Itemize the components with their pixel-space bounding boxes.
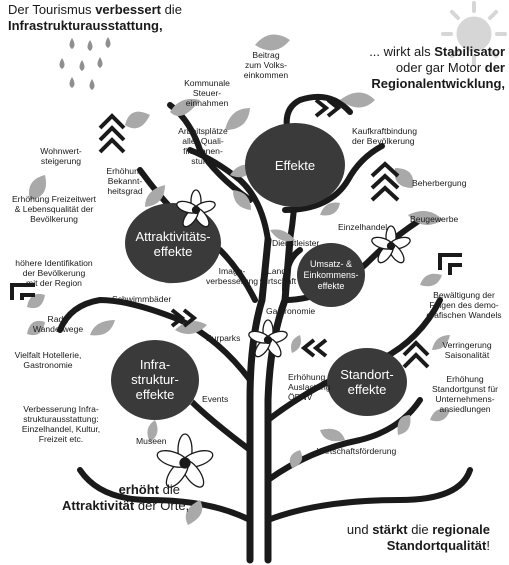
label-museen: Museen <box>136 436 167 446</box>
label-imageverbesserung: Image-verbesserung <box>205 266 259 286</box>
label-wirtschaftsfoerderung: Wirtschaftsförderung <box>317 446 397 456</box>
statement-bottom-left: ... erhöht die Attraktivität der Orte, <box>62 482 190 513</box>
label-schwimmbaeder: Schwimmbäder <box>112 294 172 304</box>
hub-infrastruktureffekte: Infra-struktur-effekte <box>131 357 179 402</box>
double-chevron-icon <box>98 98 430 369</box>
statement-top-left: Der Tourismus verbessert die Infrastrukt… <box>8 2 182 33</box>
label-verbesserung-infrastruktur: Verbesserung Infra-strukturausstattung:E… <box>21 404 101 444</box>
label-events: Events <box>202 394 229 404</box>
label-wohnwertsteigerung: Wohnwert-steigerung <box>40 146 82 166</box>
label-hotellerie: Vielfalt Hotellerie,Gastronomie <box>14 350 82 370</box>
label-landwirtschaft: Land-wirtschaft <box>259 266 297 286</box>
corner-arrow-icon <box>10 253 462 300</box>
flower-icon <box>156 189 411 488</box>
label-beherbergung: Beherbergung <box>412 178 467 188</box>
rain-drops-icon <box>59 37 111 90</box>
statement-bottom-right: und stärkt die regionale Standortqualitä… <box>346 522 490 553</box>
label-radwanderwege: Rad-,Wanderwege <box>32 314 84 334</box>
label-freizeitwert: Erhöhung Freizeitwert& Lebensqualität de… <box>11 194 97 224</box>
label-beugewerbe: Beugewerbe <box>410 214 459 224</box>
label-dienstleister: Dienstleister <box>272 238 320 248</box>
hub-umsatz-einkommen: Umsatz- &Einkommens-effekte <box>303 259 359 291</box>
hub-shapes <box>111 123 407 420</box>
statement-top-right: ... wirkt als Stabilisator oder gar Moto… <box>369 44 505 91</box>
sun-icon <box>441 1 507 67</box>
hub-effekte: Effekte <box>274 158 316 173</box>
label-kurparks: Kurparks <box>206 333 241 343</box>
hub-standorteffekte: Standort-effekte <box>340 367 394 397</box>
leaves <box>27 34 450 525</box>
label-gastronomie: Gastronomie <box>266 306 316 316</box>
hub-attraktivitaetseffekte: Attraktivitäts-effekte <box>135 229 211 259</box>
label-einzelhandel: Einzelhandel <box>338 222 388 232</box>
